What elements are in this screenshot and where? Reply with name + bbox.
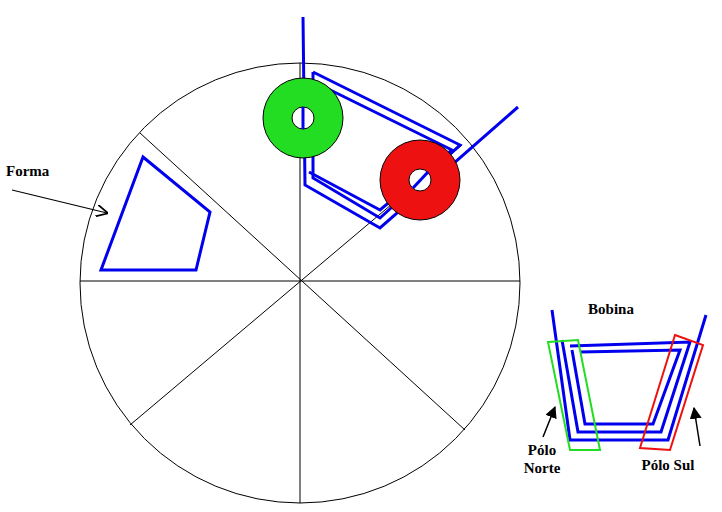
divider-line: [140, 133, 465, 430]
pole-hole: [292, 107, 314, 129]
pointer-arrow: [12, 190, 107, 213]
north-pole: [263, 78, 343, 158]
label-text: Pólo Norte: [512, 441, 572, 477]
south-pole: [380, 140, 460, 220]
stator-circle: [80, 63, 520, 503]
north-pole-box: [548, 340, 600, 450]
coil-wire: [302, 107, 305, 129]
label-text: Pólo Sul: [628, 456, 708, 474]
form-shape: [101, 157, 210, 270]
label-text: Forma: [6, 162, 76, 180]
south-pole-box: [640, 335, 703, 450]
coil-wire: [552, 310, 706, 440]
pointer-arrow: [694, 408, 700, 446]
coil-wire: [413, 172, 428, 188]
pointer-arrow: [543, 407, 555, 437]
label-text: Bobina: [576, 300, 646, 318]
pole-hole: [409, 169, 431, 191]
